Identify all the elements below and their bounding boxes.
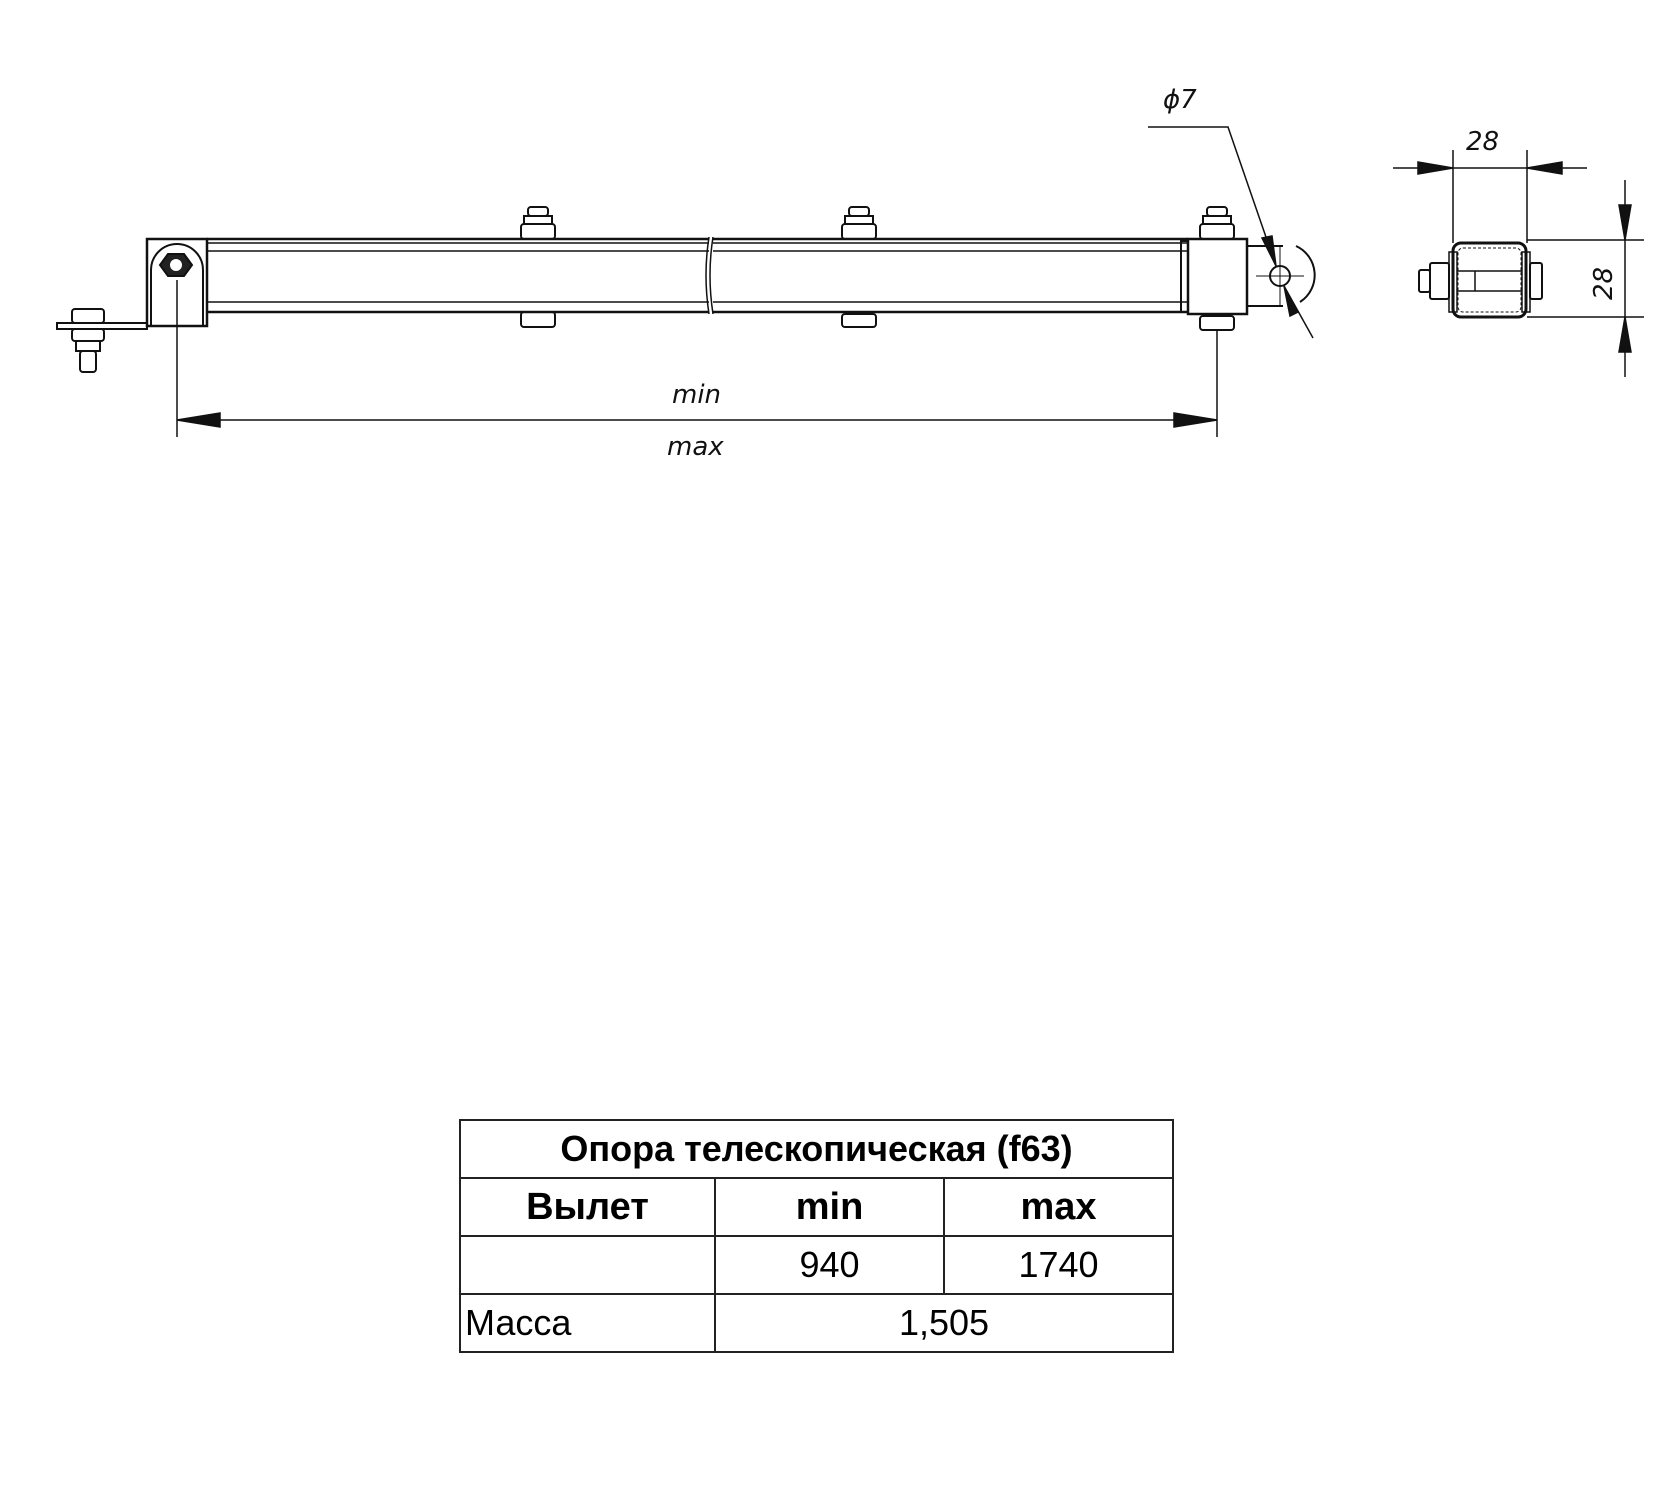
section-width-label: 28 [1466, 127, 1499, 157]
section-dimensions: 28 28 [1393, 127, 1644, 377]
min-value: 940 [714, 1235, 945, 1295]
spec-table: Опора телескопическая (f63) Вылет min ma… [459, 1119, 1174, 1353]
hole-diameter-label: ϕ7 [1163, 85, 1197, 115]
bolt-2 [841, 206, 877, 328]
mass-label: Масса [459, 1293, 716, 1353]
technical-drawing: ϕ7 min max 28 28 [56, 85, 1644, 462]
table-header-row: Вылет min max [459, 1177, 1174, 1237]
mass-value: 1,505 [714, 1293, 1174, 1353]
bolt-3 [1199, 206, 1235, 331]
reach-empty-cell [459, 1235, 716, 1295]
end-cap [1180, 237, 1316, 316]
hole-dimension: ϕ7 [1148, 85, 1314, 339]
table-title-row: Опора телескопическая (f63) [459, 1119, 1174, 1179]
cross-section [1418, 241, 1543, 319]
min-label: min [672, 380, 721, 410]
length-dimension: min max [176, 280, 1218, 462]
section-height-label: 28 [1589, 267, 1619, 300]
telescopic-tube [207, 236, 1188, 315]
header-max: max [943, 1177, 1174, 1237]
max-label: max [667, 432, 724, 462]
table-title: Опора телескопическая (f63) [459, 1119, 1174, 1179]
max-value: 1740 [943, 1235, 1174, 1295]
table-row: 940 1740 [459, 1235, 1174, 1295]
base-bolt [56, 308, 148, 373]
table-row: Масса 1,505 [459, 1293, 1174, 1353]
bolt-1 [520, 206, 556, 328]
bolts [520, 206, 1235, 331]
header-min: min [714, 1177, 945, 1237]
header-reach: Вылет [459, 1177, 716, 1237]
